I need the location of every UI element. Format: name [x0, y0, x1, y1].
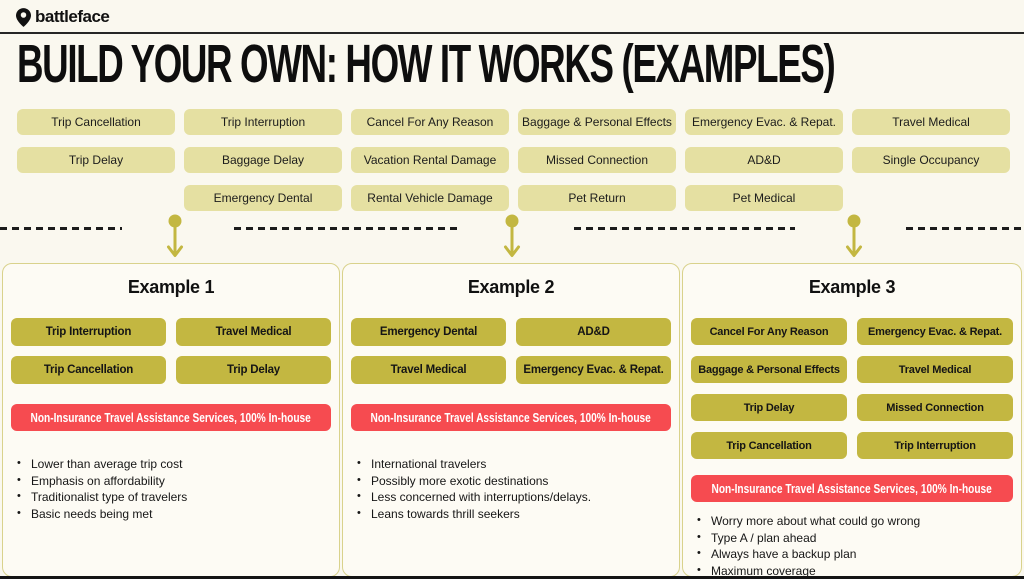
benefit-item: Basic needs being met	[17, 507, 339, 522]
coverage-pill: AD&D	[516, 318, 671, 346]
option-pill: Emergency Dental	[184, 185, 342, 211]
example-card-3: Example 3 Cancel For Any Reason Emergenc…	[682, 263, 1022, 579]
coverage-pill: Emergency Dental	[351, 318, 506, 346]
map-pin-icon	[16, 7, 31, 27]
benefit-item: Less concerned with interruptions/delays…	[357, 490, 679, 505]
coverage-pill: Emergency Evac. & Repat.	[516, 356, 671, 384]
dashed-divider	[234, 227, 457, 230]
arrow-down-icon	[167, 214, 183, 257]
coverage-pill: Emergency Evac. & Repat.	[857, 318, 1013, 345]
page-title: BUILD YOUR OWN: HOW IT WORKS (EXAMPLES)	[17, 34, 836, 94]
coverage-pill-grid: Trip Interruption Travel Medical Trip Ca…	[11, 318, 331, 384]
dashed-divider	[574, 227, 795, 230]
example-title: Example 3	[808, 277, 896, 297]
benefit-item: Traditionalist type of travelers	[17, 490, 339, 505]
dashed-divider	[0, 227, 122, 230]
coverage-pill: Cancel For Any Reason	[691, 318, 847, 345]
benefit-item: Always have a backup plan	[697, 547, 1021, 562]
benefit-item: International travelers	[357, 457, 679, 472]
option-pill: Emergency Evac. & Repat.	[685, 109, 843, 135]
benefit-item: Emphasis on affordability	[17, 474, 339, 489]
assistance-banner-label: Non-Insurance Travel Assistance Services…	[30, 410, 312, 425]
benefit-item: Lower than average trip cost	[17, 457, 339, 472]
option-pill: Pet Medical	[685, 185, 843, 211]
coverage-pill: Trip Delay	[691, 394, 847, 421]
coverage-pill: Trip Interruption	[857, 432, 1013, 459]
option-pill: Trip Interruption	[184, 109, 342, 135]
coverage-pill: Trip Cancellation	[691, 432, 847, 459]
coverage-options-grid: Trip Cancellation Trip Interruption Canc…	[17, 109, 1010, 211]
benefit-item: Worry more about what could go wrong	[697, 514, 1021, 529]
option-pill: Vacation Rental Damage	[351, 147, 509, 173]
coverage-pill: Missed Connection	[857, 394, 1013, 421]
option-pill: AD&D	[685, 147, 843, 173]
battleface-logo: battleface	[16, 7, 110, 27]
coverage-pill: Trip Interruption	[11, 318, 166, 346]
coverage-pill: Trip Cancellation	[11, 356, 166, 384]
coverage-pill: Trip Delay	[176, 356, 331, 384]
coverage-pill-grid: Emergency Dental AD&D Travel Medical Eme…	[351, 318, 671, 384]
assistance-banner-label: Non-Insurance Travel Assistance Services…	[711, 481, 993, 496]
coverage-pill: Travel Medical	[176, 318, 331, 346]
option-pill: Rental Vehicle Damage	[351, 185, 509, 211]
benefit-item: Leans towards thrill seekers	[357, 507, 679, 522]
logo-text: battleface	[35, 7, 110, 26]
coverage-pill: Travel Medical	[857, 356, 1013, 383]
example-card-1: Example 1 Trip Interruption Travel Medic…	[2, 263, 340, 577]
assistance-banner: Non-Insurance Travel Assistance Services…	[691, 475, 1013, 502]
assistance-banner: Non-Insurance Travel Assistance Services…	[351, 404, 671, 431]
benefit-list: Worry more about what could go wrong Typ…	[683, 514, 1021, 579]
bottom-edge-bar	[0, 576, 1024, 579]
coverage-pill: Baggage & Personal Effects	[691, 356, 847, 383]
option-pill: Cancel For Any Reason	[351, 109, 509, 135]
assistance-banner-label: Non-Insurance Travel Assistance Services…	[370, 410, 652, 425]
option-pill: Trip Delay	[17, 147, 175, 173]
option-pill: Baggage & Personal Effects	[518, 109, 676, 135]
option-pill: Single Occupancy	[852, 147, 1010, 173]
option-pill: Trip Cancellation	[17, 109, 175, 135]
benefit-list: Lower than average trip cost Emphasis on…	[3, 457, 339, 522]
coverage-pill-grid: Cancel For Any Reason Emergency Evac. & …	[691, 318, 1013, 459]
option-pill: Pet Return	[518, 185, 676, 211]
option-pill: Travel Medical	[852, 109, 1010, 135]
arrow-down-icon	[504, 214, 520, 257]
option-pill: Baggage Delay	[184, 147, 342, 173]
option-pill: Missed Connection	[518, 147, 676, 173]
benefit-item: Possibly more exotic destinations	[357, 474, 679, 489]
header-divider: battleface	[0, 0, 1024, 34]
assistance-banner: Non-Insurance Travel Assistance Services…	[11, 404, 331, 431]
example-title: Example 1	[127, 277, 215, 297]
arrow-down-icon	[846, 214, 862, 257]
example-card-2: Example 2 Emergency Dental AD&D Travel M…	[342, 263, 680, 577]
dashed-divider	[906, 227, 1024, 230]
benefit-item: Type A / plan ahead	[697, 531, 1021, 546]
example-title: Example 2	[467, 277, 555, 297]
benefit-item: Maximum coverage	[697, 564, 1021, 579]
coverage-pill: Travel Medical	[351, 356, 506, 384]
benefit-list: International travelers Possibly more ex…	[343, 457, 679, 522]
